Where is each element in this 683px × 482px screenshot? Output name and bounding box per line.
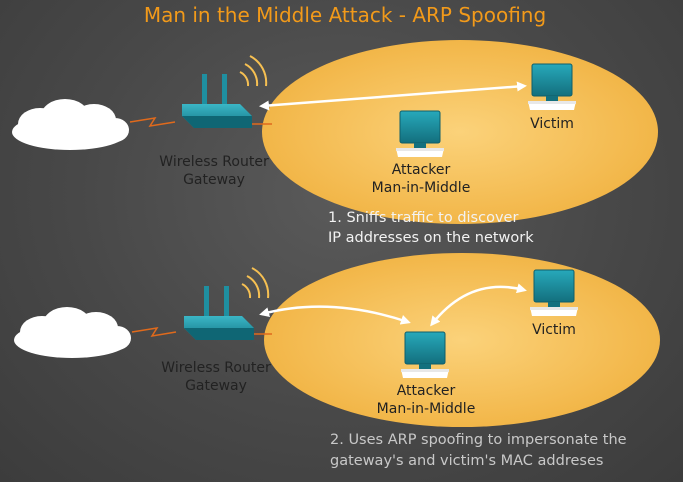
attacker-label-line1: Attacker: [392, 162, 451, 178]
router-label-line1: Wireless Router: [161, 360, 271, 376]
attacker-label-line2: Man-in-Middle: [377, 401, 476, 417]
cloud-icon: [12, 99, 129, 150]
computer-icon: [395, 110, 445, 158]
network-area-1: [262, 40, 658, 224]
traffic-arrow: [259, 81, 527, 111]
cloud-icon: [14, 307, 131, 358]
step-2-note-line2: gateway's and victim's MAC addreses: [330, 453, 603, 469]
wireless-router-icon: [181, 55, 268, 129]
wireless-router-icon: [183, 267, 270, 341]
victim-label: Victim: [530, 116, 574, 132]
step-2-note-line1: 2. Uses ARP spoofing to impersonate the: [330, 432, 627, 448]
attacker-label-line2: Man-in-Middle: [372, 180, 471, 196]
router-label-line2: Gateway: [185, 378, 247, 394]
attacker-label-line1: Attacker: [397, 383, 456, 399]
step-1-note-line2: IP addresses on the network: [328, 230, 534, 246]
internet-link-2: [131, 326, 177, 338]
router-label-line1: Wireless Router: [159, 154, 269, 170]
computer-icon: [527, 63, 577, 111]
router-label-line2: Gateway: [183, 172, 245, 188]
diagram-title: Man in the Middle Attack - ARP Spoofing: [144, 3, 546, 27]
victim-label: Victim: [532, 322, 576, 338]
scenario-2: Wireless Router Gateway Victim Attacker …: [14, 253, 660, 469]
spoofed-victim-arrow: [430, 283, 527, 327]
scenario-1: Wireless Router Gateway Victim Attacker …: [12, 40, 658, 246]
internet-link-1: [129, 116, 176, 128]
computer-icon: [400, 331, 450, 379]
spoofed-gateway-arrow: [259, 305, 411, 325]
step-1-note-line1: 1. Sniffs traffic to discover: [328, 210, 518, 226]
computer-icon: [529, 269, 579, 317]
